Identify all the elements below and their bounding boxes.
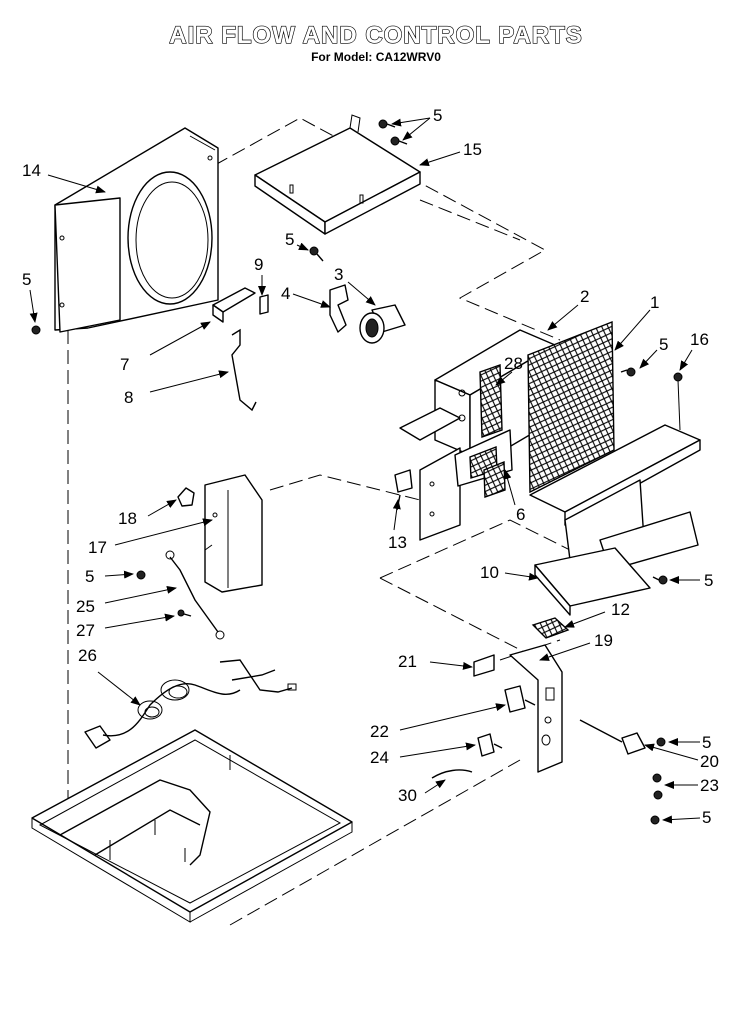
wire-part-30 xyxy=(431,769,473,779)
callout-27: 27 xyxy=(76,621,95,640)
switch-part-24 xyxy=(477,733,503,757)
callout-8: 8 xyxy=(124,388,133,407)
callout-5: 5 xyxy=(22,270,31,289)
callout-5: 5 xyxy=(85,567,94,586)
control-panel-part-19 xyxy=(509,644,563,773)
rod-part-8 xyxy=(231,328,257,412)
base-pan xyxy=(31,729,353,923)
control-bracket-part-17 xyxy=(204,474,263,593)
callout-5: 5 xyxy=(433,106,442,125)
callout-18: 18 xyxy=(118,509,137,528)
callout-22: 22 xyxy=(370,722,389,741)
callout-6: 6 xyxy=(516,505,525,524)
callout-1: 1 xyxy=(650,293,659,312)
callout-25: 25 xyxy=(76,597,95,616)
drip-tray-part-10 xyxy=(534,547,651,616)
filter-part-28 xyxy=(479,364,503,438)
callout-labels: 1 2 3 4 5 5 5 5 5 5 5 5 6 7 8 9 10 12 13… xyxy=(22,106,719,827)
pad-part-12 xyxy=(531,617,570,639)
callout-21: 21 xyxy=(398,652,417,671)
callout-13: 13 xyxy=(388,533,407,552)
clip-part-18 xyxy=(177,487,195,507)
callout-10: 10 xyxy=(480,563,499,582)
fan-shroud-part-14 xyxy=(54,127,219,333)
filter-grille-part-1 xyxy=(527,320,615,494)
callout-12: 12 xyxy=(611,600,630,619)
callout-5: 5 xyxy=(659,335,668,354)
callout-30: 30 xyxy=(398,786,417,805)
ground-wire-part-25 xyxy=(165,550,225,640)
clip-part-21 xyxy=(473,654,495,677)
callout-26: 26 xyxy=(78,646,97,665)
screw-icon xyxy=(136,570,146,580)
callout-4: 4 xyxy=(281,284,290,303)
callout-5: 5 xyxy=(702,808,711,827)
callout-5: 5 xyxy=(285,230,294,249)
callout-9: 9 xyxy=(254,255,263,274)
screw-icon xyxy=(652,575,668,585)
callout-2: 2 xyxy=(580,287,589,306)
power-cord-part-26 xyxy=(84,659,297,749)
screw-icon xyxy=(31,325,41,335)
callout-17: 17 xyxy=(88,538,107,557)
screw-icon xyxy=(656,737,666,747)
wire-part-16 xyxy=(673,372,683,431)
screw-icon xyxy=(390,136,408,146)
screw-icon xyxy=(309,246,324,262)
screw-icon xyxy=(650,815,660,825)
motor-bracket-part-4 xyxy=(329,284,349,333)
callout-7: 7 xyxy=(120,355,129,374)
switch-part-22 xyxy=(504,685,536,713)
callout-28: 28 xyxy=(504,354,523,373)
callout-24: 24 xyxy=(370,748,389,767)
top-bracket-part-15 xyxy=(254,114,421,235)
callout-5: 5 xyxy=(704,571,713,590)
clip-part-9 xyxy=(259,294,269,315)
callout-20: 20 xyxy=(700,752,719,771)
motor-part-3 xyxy=(359,304,406,344)
callout-19: 19 xyxy=(594,631,613,650)
page-title: AIR FLOW AND CONTROL PARTS xyxy=(169,21,583,49)
callout-15: 15 xyxy=(463,140,482,159)
filter-part-6 xyxy=(454,429,513,498)
screw-icons xyxy=(31,119,668,825)
model-subtitle: For Model: CA12WRV0 xyxy=(311,50,441,64)
screw-icon xyxy=(652,773,662,783)
switch-part-20 xyxy=(579,719,646,755)
callout-14: 14 xyxy=(22,161,41,180)
leader-lines xyxy=(29,117,701,824)
tray-bracket xyxy=(529,424,701,571)
callout-3: 3 xyxy=(334,265,343,284)
assembly-lines xyxy=(67,117,581,926)
screw-icon xyxy=(653,790,663,800)
callout-23: 23 xyxy=(700,776,719,795)
bracket-part-7 xyxy=(212,287,256,323)
callout-16: 16 xyxy=(690,330,709,349)
screw-icon xyxy=(177,609,192,617)
screw-icon xyxy=(620,367,636,377)
callout-5: 5 xyxy=(702,733,711,752)
